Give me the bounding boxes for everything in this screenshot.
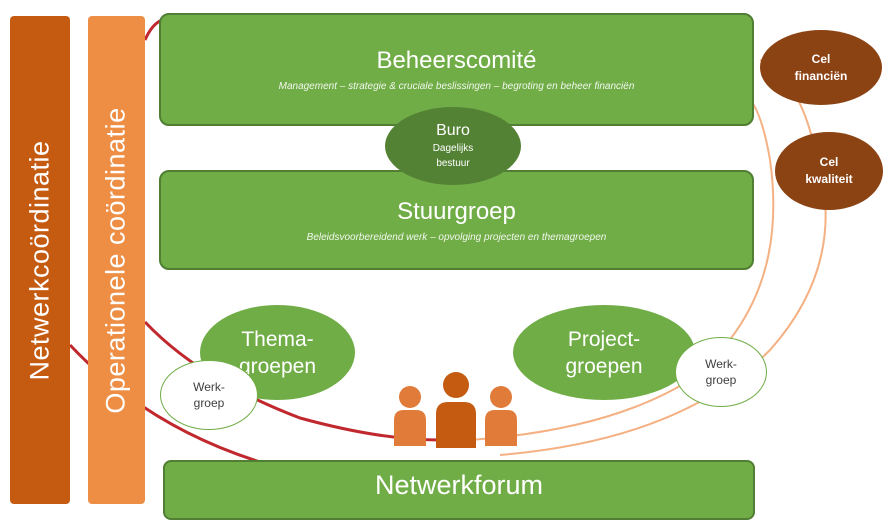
werkgroep-right-line1: Werk- — [705, 357, 737, 371]
cel-financien-ellipse: Cel financiën — [760, 30, 882, 105]
cel-kwaliteit-ellipse: Cel kwaliteit — [775, 132, 883, 210]
projectgroepen-ellipse: Project- groepen — [513, 305, 695, 400]
werkgroep-left-line2: groep — [193, 396, 225, 410]
stuurgroep-subtitle: Beleidsvoorbereidend werk – opvolging pr… — [306, 231, 607, 243]
projectgroepen-line1: Project- — [567, 327, 641, 351]
werkgroep-left-ellipse: Werk- groep — [160, 360, 258, 430]
netwerkforum-title: Netwerkforum — [374, 470, 544, 500]
people-group-icon — [394, 372, 517, 448]
werkgroep-right-line2: groep — [705, 373, 737, 387]
netwerkcoordinatie-bar: Netwerkcoördinatie — [10, 16, 70, 504]
buro-line2: bestuur — [436, 158, 470, 169]
operationele-coordinatie-bar: Operationele coördinatie — [88, 16, 145, 504]
peach-arc-outer — [499, 59, 827, 456]
cel-kwaliteit-line1: Cel — [819, 155, 839, 169]
cel-financien-line1: Cel — [811, 51, 831, 66]
beheerscomite-subtitle: Management – strategie & cruciale beslis… — [278, 81, 635, 92]
themagroepen-line1: Thema- — [241, 327, 314, 351]
werkgroep-left-line1: Werk- — [193, 380, 225, 394]
projectgroepen-line2: groepen — [565, 354, 643, 378]
cel-kwaliteit-line2: kwaliteit — [805, 172, 853, 186]
stuurgroep-title: Stuurgroep — [397, 197, 516, 225]
beheerscomite-title: Beheerscomité — [376, 47, 537, 74]
buro-line1: Dagelijks — [432, 143, 474, 154]
netwerkforum-box: Netwerkforum — [163, 460, 755, 520]
werkgroep-right-ellipse: Werk- groep — [675, 337, 767, 407]
cel-financien-line2: financiën — [794, 68, 848, 83]
peach-arc-inner — [469, 89, 775, 441]
buro-title: Buro — [436, 122, 470, 139]
buro-ellipse: Buro Dagelijks bestuur — [385, 107, 521, 185]
themagroepen-line2: groepen — [238, 354, 317, 378]
